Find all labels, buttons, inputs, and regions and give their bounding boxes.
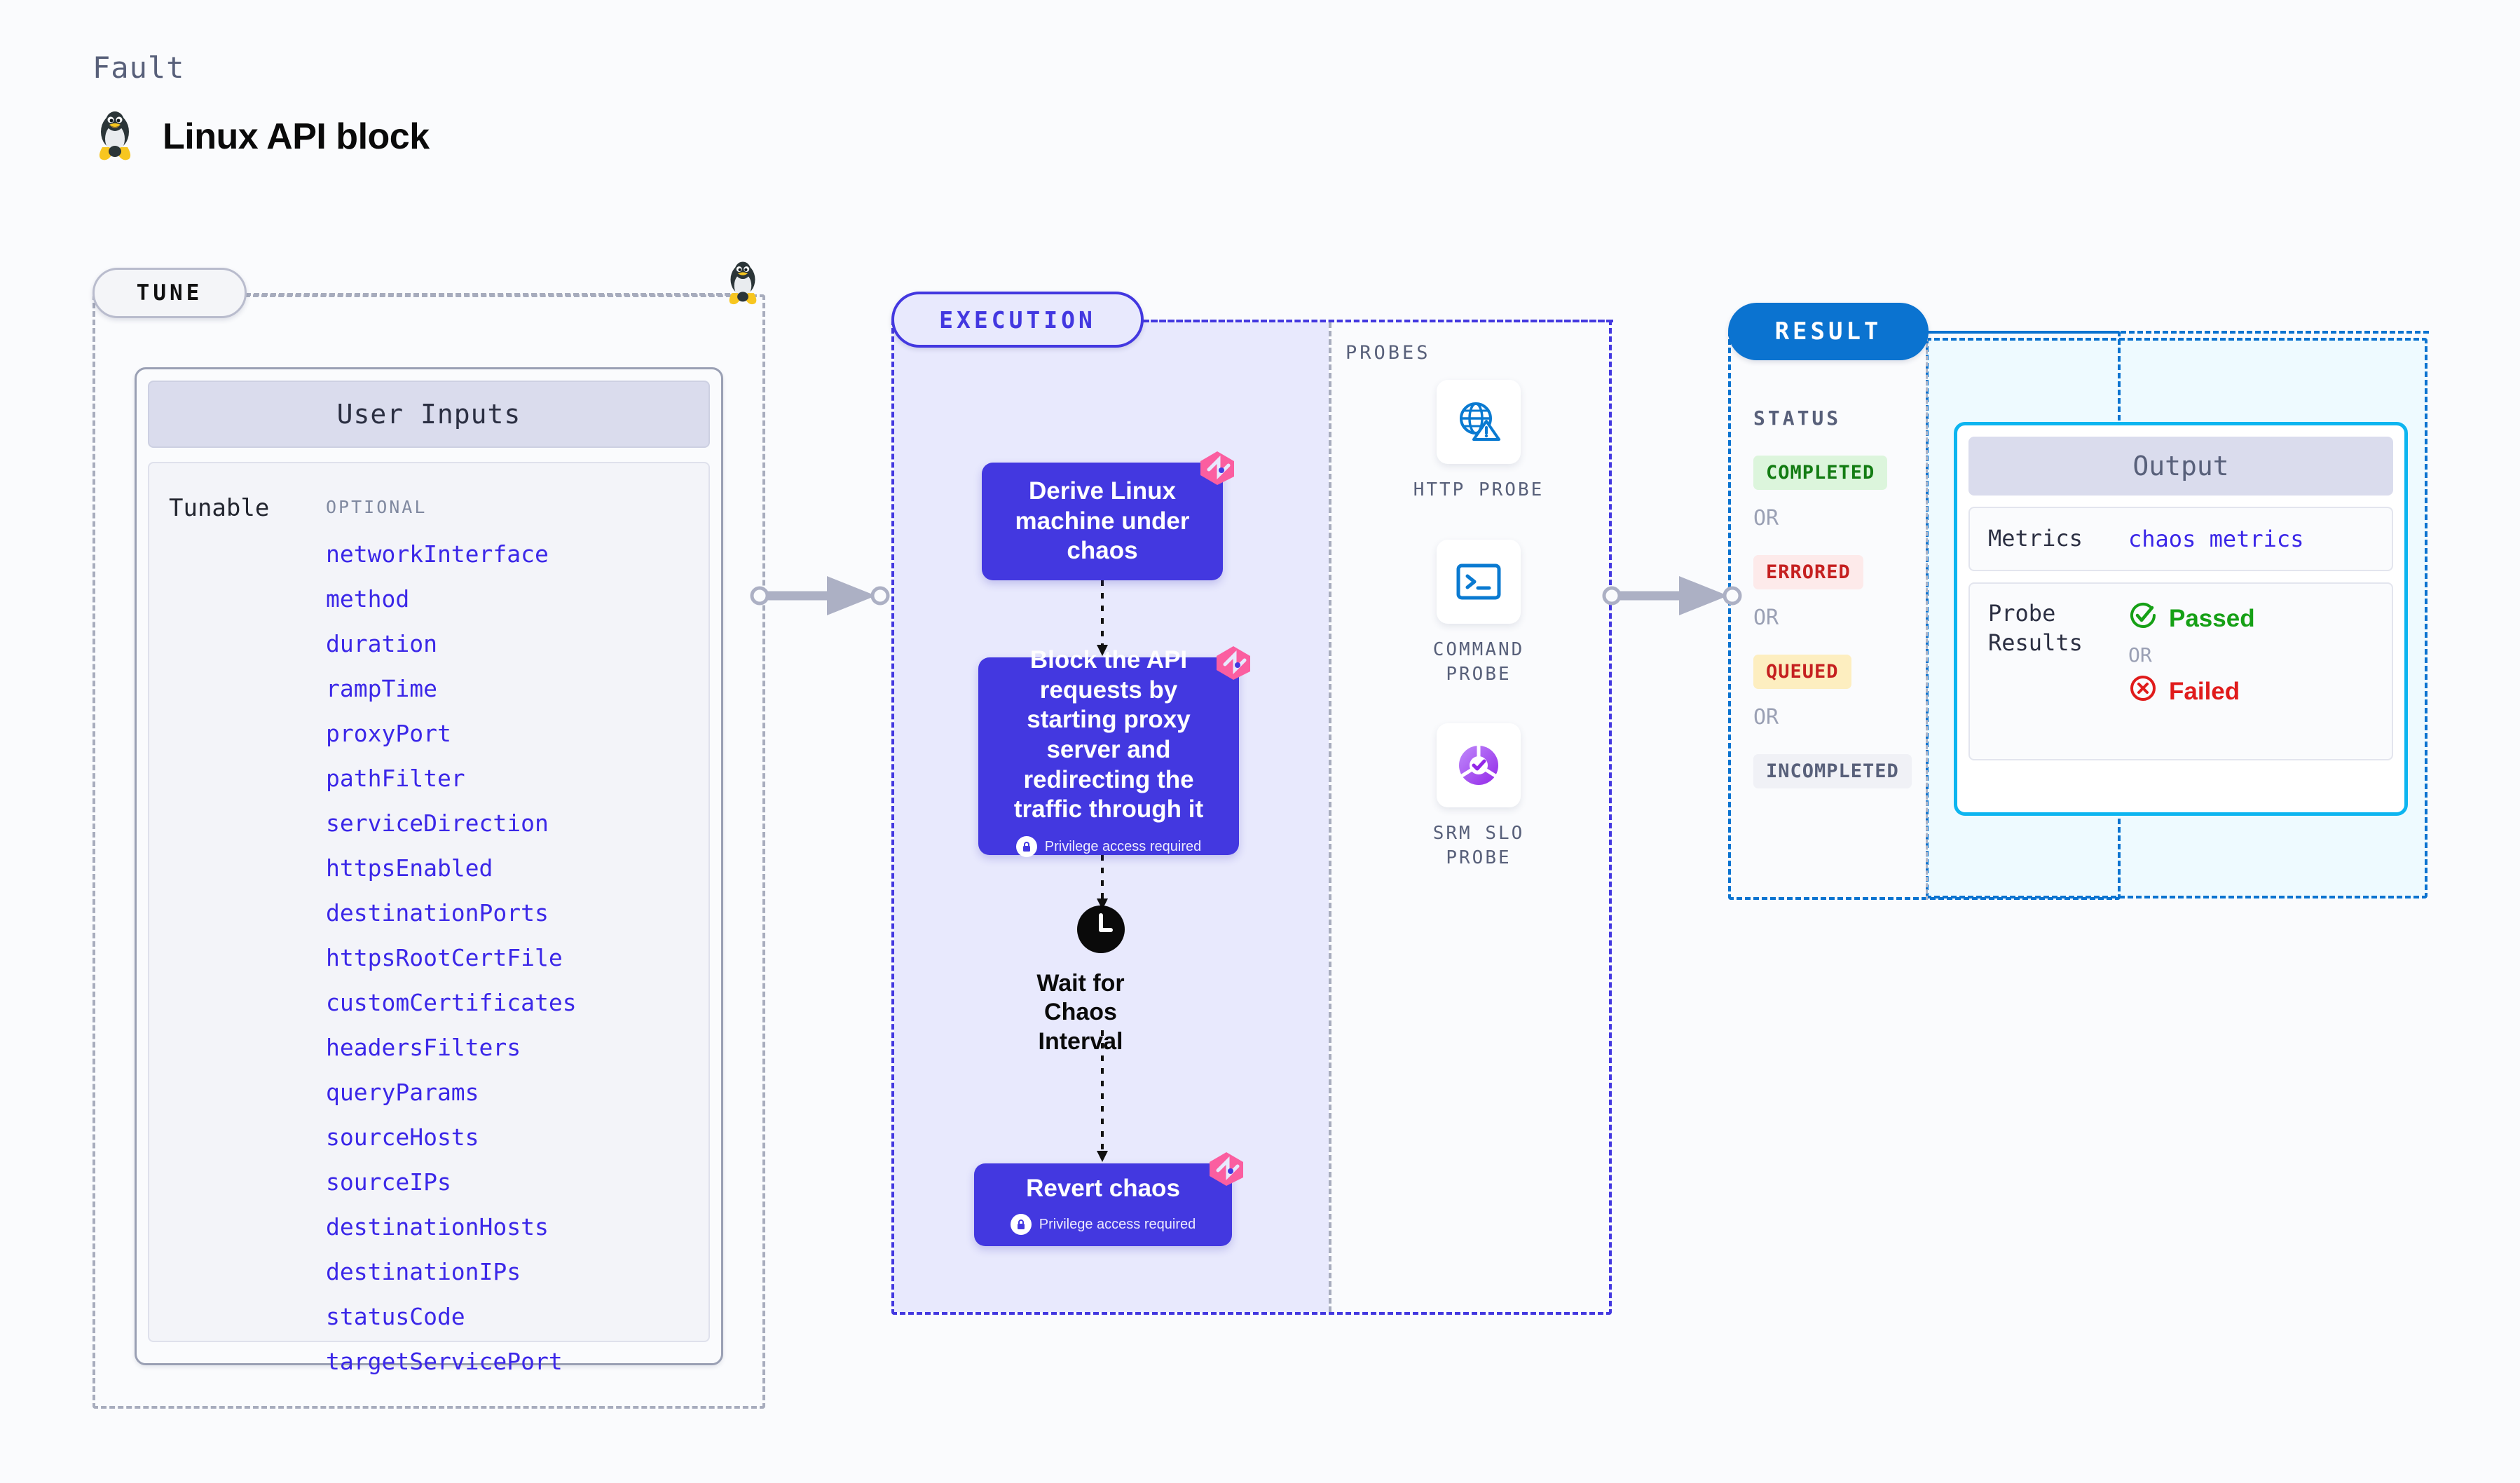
status-or-2: OR bbox=[1753, 606, 1779, 630]
probe-srm-slo[interactable]: SRM SLO PROBE bbox=[1409, 723, 1549, 870]
wait-node-label: Wait for Chaos Interval bbox=[1036, 970, 1125, 1055]
privilege-note-3: Privilege access required bbox=[1010, 1214, 1196, 1235]
probes-title: PROBES bbox=[1345, 342, 1431, 364]
status-badge-queued: QUEUED bbox=[1753, 655, 1851, 689]
exec-node-1-label: Derive Linux machine under chaos bbox=[1015, 477, 1190, 565]
param-proxyPort[interactable]: proxyPort bbox=[326, 720, 451, 747]
srm-slo-donut-icon bbox=[1437, 723, 1521, 807]
probe-result-failed-label: Failed bbox=[2169, 677, 2240, 705]
privilege-note-2: Privilege access required bbox=[1015, 836, 1202, 858]
flow-arrow-1 bbox=[1097, 580, 1108, 656]
flow-arrow-3 bbox=[1097, 1030, 1108, 1162]
exec-node-wait-interval[interactable]: Wait for Chaos Interval bbox=[1036, 904, 1158, 1056]
page-title: Linux API block bbox=[163, 116, 430, 157]
param-targetServicePort[interactable]: targetServicePort bbox=[326, 1348, 563, 1375]
status-badge-completed: COMPLETED bbox=[1753, 456, 1888, 490]
privilege-note-2-label: Privilege access required bbox=[1044, 838, 1202, 854]
param-rampTime[interactable]: rampTime bbox=[326, 675, 437, 702]
output-probe-results-row: Probe Results Passed OR bbox=[1968, 582, 2393, 760]
status-badge-errored: ERRORED bbox=[1753, 555, 1863, 589]
exec-node-revert-chaos[interactable]: Revert chaos Privilege access required bbox=[974, 1152, 1243, 1246]
flow-arrow-2 bbox=[1097, 855, 1108, 910]
result-pill-connector bbox=[1927, 331, 2429, 334]
param-method[interactable]: method bbox=[326, 585, 410, 613]
user-inputs-body: Tunable OPTIONAL networkInterface method… bbox=[148, 462, 710, 1373]
exec-node-2-label: Block the API requests by starting proxy… bbox=[1013, 645, 1204, 823]
terminal-icon bbox=[1437, 540, 1521, 624]
litmus-badge-icon bbox=[1198, 449, 1237, 496]
clock-icon bbox=[1076, 905, 1126, 957]
litmus-badge-icon bbox=[1207, 1149, 1246, 1195]
metrics-value[interactable]: chaos metrics bbox=[2128, 526, 2304, 552]
probes-divider bbox=[1329, 322, 1331, 1312]
page-title-row: Linux API block bbox=[93, 111, 430, 163]
param-duration[interactable]: duration bbox=[326, 630, 437, 657]
param-networkInterface[interactable]: networkInterface bbox=[326, 540, 549, 568]
tune-region bbox=[93, 294, 765, 1409]
param-statusCode[interactable]: statusCode bbox=[326, 1303, 465, 1330]
probe-http-label: HTTP PROBE bbox=[1413, 479, 1545, 500]
exec-node-derive-machine[interactable]: Derive Linux machine under chaos bbox=[982, 451, 1234, 580]
result-divider bbox=[1926, 331, 1928, 900]
probe-http[interactable]: HTTP PROBE bbox=[1409, 380, 1549, 503]
output-card: Output Metrics chaos metrics Probe Resul… bbox=[1954, 422, 2408, 816]
output-title: Output bbox=[1968, 437, 2393, 496]
check-circle-icon bbox=[2128, 601, 2158, 636]
parameter-list: OPTIONAL networkInterface method duratio… bbox=[326, 484, 708, 1373]
param-sourceIPs[interactable]: sourceIPs bbox=[326, 1168, 451, 1196]
probe-result-or: OR bbox=[2128, 643, 2152, 667]
tune-pill-connector bbox=[245, 293, 747, 296]
linux-boundary-icon bbox=[723, 261, 762, 310]
connector-tune-to-execution bbox=[750, 576, 890, 615]
x-circle-icon bbox=[2128, 674, 2158, 709]
param-httpsRootCertFile[interactable]: httpsRootCertFile bbox=[326, 944, 563, 971]
probe-result-passed: Passed bbox=[2128, 601, 2255, 636]
status-or-3: OR bbox=[1753, 705, 1779, 730]
privilege-note-3-label: Privilege access required bbox=[1039, 1216, 1196, 1232]
globe-warning-icon bbox=[1437, 380, 1521, 464]
exec-node-block-api[interactable]: Block the API requests by starting proxy… bbox=[978, 646, 1250, 858]
param-customCertificates[interactable]: customCertificates bbox=[326, 989, 577, 1016]
exec-node-3-label: Revert chaos bbox=[1026, 1175, 1180, 1202]
probe-command-label: COMMAND PROBE bbox=[1432, 639, 1525, 685]
lock-icon bbox=[1015, 836, 1037, 858]
param-pathFilter[interactable]: pathFilter bbox=[326, 765, 465, 792]
param-destinationHosts[interactable]: destinationHosts bbox=[326, 1213, 549, 1241]
user-inputs-title: User Inputs bbox=[148, 381, 710, 448]
probe-results-key: Probe Results bbox=[1988, 600, 2083, 656]
param-queryParams[interactable]: queryParams bbox=[326, 1079, 479, 1106]
param-destinationIPs[interactable]: destinationIPs bbox=[326, 1258, 521, 1285]
param-headersFilters[interactable]: headersFilters bbox=[326, 1034, 521, 1061]
user-inputs-card: User Inputs Tunable OPTIONAL networkInte… bbox=[135, 367, 723, 1373]
tune-pill[interactable]: TUNE bbox=[93, 268, 247, 318]
execution-pill-connector bbox=[1142, 320, 1613, 322]
connector-execution-to-result bbox=[1602, 576, 1742, 615]
status-title: STATUS bbox=[1753, 406, 1842, 430]
status-badge-incompleted: INCOMPLETED bbox=[1753, 754, 1912, 788]
probe-results-values: Passed OR Failed bbox=[2128, 599, 2255, 744]
param-destinationPorts[interactable]: destinationPorts bbox=[326, 899, 549, 927]
fault-kicker: Fault bbox=[93, 50, 185, 85]
lock-icon bbox=[1010, 1214, 1032, 1235]
param-sourceHosts[interactable]: sourceHosts bbox=[326, 1123, 479, 1151]
probe-command[interactable]: COMMAND PROBE bbox=[1409, 540, 1549, 687]
metrics-key: Metrics bbox=[1988, 525, 2083, 552]
linux-tux-icon bbox=[93, 111, 137, 163]
param-serviceDirection[interactable]: serviceDirection bbox=[326, 809, 549, 837]
output-metrics-row: Metrics chaos metrics bbox=[1968, 507, 2393, 571]
execution-pill[interactable]: EXECUTION bbox=[891, 292, 1144, 348]
probe-result-failed: Failed bbox=[2128, 674, 2255, 709]
optional-label: OPTIONAL bbox=[326, 497, 427, 517]
probe-result-passed-label: Passed bbox=[2169, 604, 2255, 632]
result-pill[interactable]: RESULT bbox=[1728, 303, 1929, 360]
probe-srm-slo-label: SRM SLO PROBE bbox=[1432, 823, 1525, 869]
status-or-1: OR bbox=[1753, 506, 1779, 531]
param-httpsEnabled[interactable]: httpsEnabled bbox=[326, 854, 493, 882]
tunable-group-label: Tunable bbox=[169, 494, 270, 522]
litmus-badge-icon bbox=[1214, 643, 1253, 690]
